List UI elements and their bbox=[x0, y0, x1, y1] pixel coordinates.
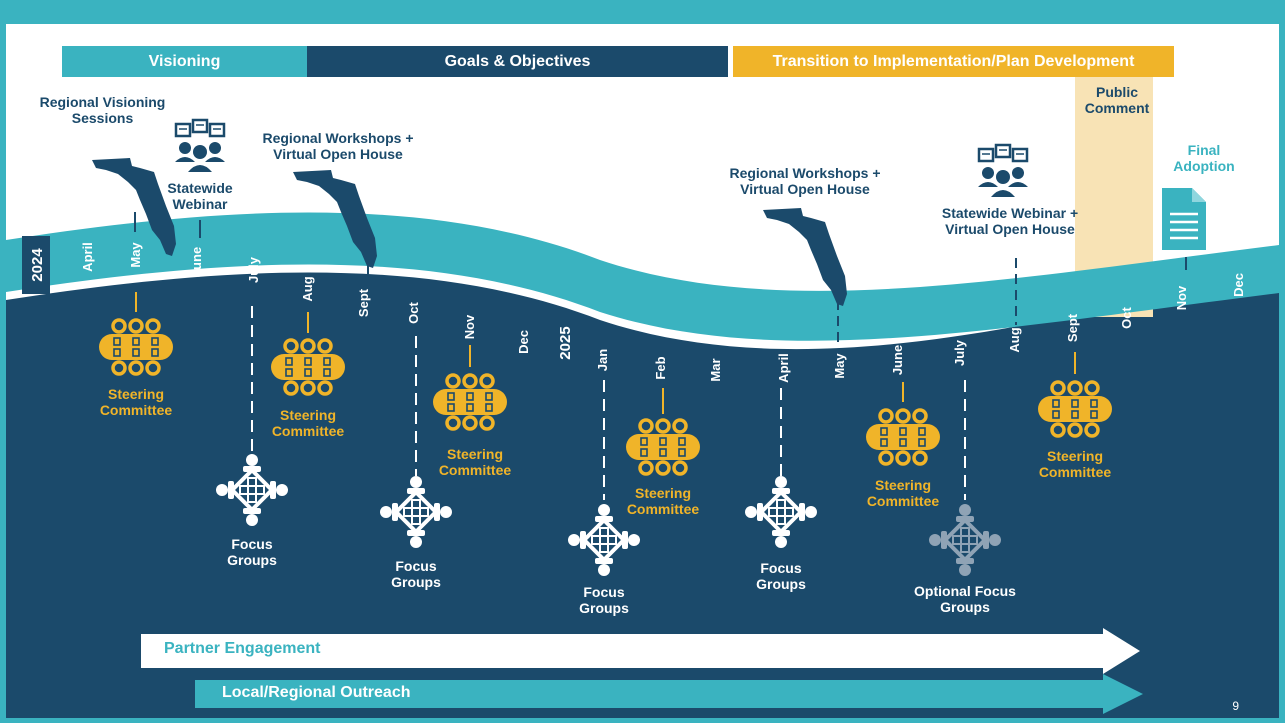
month-label: Aug bbox=[300, 276, 315, 301]
phase-goals-objectives: Goals & Objectives bbox=[307, 46, 728, 77]
year-2025-label: 2025 bbox=[557, 326, 574, 359]
local-regional-outreach-label: Local/Regional Outreach bbox=[222, 684, 411, 701]
regional-visioning-label: Regional Visioning Sessions bbox=[39, 94, 166, 126]
month-label: April bbox=[776, 353, 791, 383]
focus-groups-label: Focus Groups bbox=[391, 558, 441, 590]
month-label: Feb bbox=[653, 356, 668, 379]
optional-focus-groups-label: Optional Focus Groups bbox=[914, 583, 1016, 615]
year-box-2025 bbox=[553, 318, 577, 368]
steering-committee-label: Steering Committee bbox=[271, 407, 345, 439]
focus-groups-label: Focus Groups bbox=[227, 536, 277, 568]
month-label: April bbox=[80, 242, 95, 272]
month-label: Mar bbox=[708, 358, 723, 381]
month-label: Nov bbox=[462, 314, 477, 339]
month-label: Oct bbox=[1119, 306, 1134, 328]
month-label: June bbox=[890, 345, 905, 375]
month-label: Dec bbox=[1231, 273, 1246, 297]
document-icon bbox=[1162, 188, 1206, 250]
steering-committee-label: Steering Committee bbox=[99, 386, 173, 418]
year-box-2024 bbox=[22, 236, 50, 294]
month-label: Oct bbox=[406, 301, 421, 323]
month-label: June bbox=[189, 247, 204, 277]
regional-workshops-label-2: Regional Workshops + Virtual Open House bbox=[729, 165, 881, 197]
month-label: Sept bbox=[356, 288, 371, 317]
month-label: Sept bbox=[1065, 313, 1080, 342]
steering-committee-label: Steering Committee bbox=[438, 446, 512, 478]
public-comment-label: Public Comment bbox=[1084, 84, 1150, 116]
page-number: 9 bbox=[1232, 699, 1239, 713]
month-label: Dec bbox=[516, 330, 531, 354]
phase-visioning: Visioning bbox=[62, 46, 307, 77]
phase-transition: Transition to Implementation/Plan Develo… bbox=[733, 46, 1174, 77]
statewide-webinar-open-house-label: Statewide Webinar + Virtual Open House bbox=[941, 205, 1079, 237]
month-label: July bbox=[952, 339, 967, 366]
focus-groups-label: Focus Groups bbox=[579, 584, 629, 616]
focus-groups-label: Focus Groups bbox=[756, 560, 806, 592]
year-2024-label: 2024 bbox=[29, 248, 46, 282]
regional-workshops-label-1: Regional Workshops + Virtual Open House bbox=[262, 130, 414, 162]
statewide-webinar-label: Statewide Webinar bbox=[167, 180, 233, 212]
month-label: May bbox=[832, 353, 847, 379]
steering-committee-label: Steering Committee bbox=[626, 485, 700, 517]
final-adoption-label: Final Adoption bbox=[1173, 142, 1235, 174]
month-label: May bbox=[128, 242, 143, 268]
partner-engagement-label: Partner Engagement bbox=[164, 640, 321, 657]
steering-committee-label: Steering Committee bbox=[1038, 448, 1112, 480]
month-label: Jan bbox=[595, 349, 610, 371]
month-label: Aug bbox=[1007, 327, 1022, 352]
month-label: Nov bbox=[1174, 285, 1189, 310]
month-label: July bbox=[246, 256, 261, 283]
partner-engagement-arrow bbox=[141, 628, 1140, 674]
upper-connectors bbox=[134, 212, 1187, 342]
timeline-band bbox=[6, 212, 1279, 341]
steering-connectors bbox=[135, 292, 1076, 414]
focus-connectors bbox=[251, 306, 966, 500]
local-outreach-arrow bbox=[195, 674, 1143, 714]
steering-committee-label: Steering Committee bbox=[866, 477, 940, 509]
